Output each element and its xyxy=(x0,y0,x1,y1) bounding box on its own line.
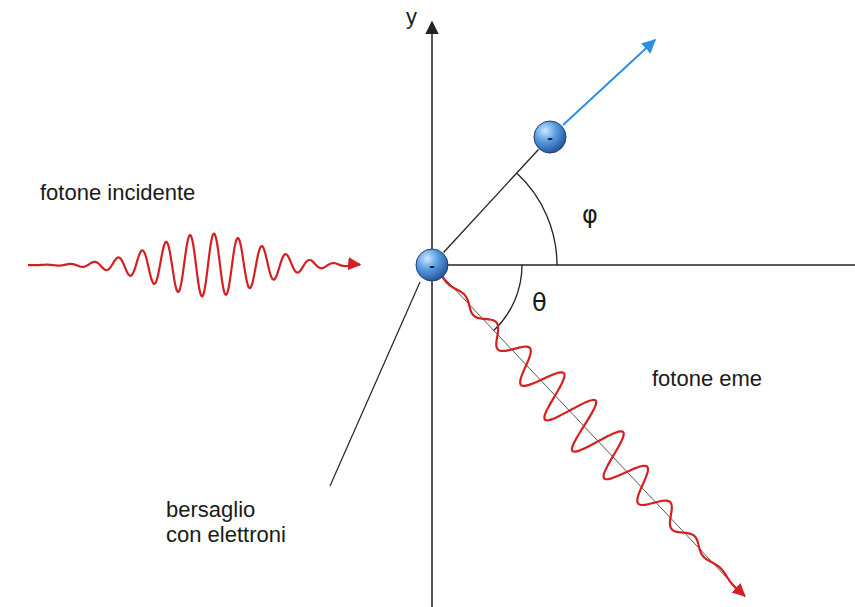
angle-label: φ xyxy=(582,202,598,230)
theta-arc xyxy=(494,265,522,331)
axis-label: y xyxy=(406,4,417,29)
charge-sign: - xyxy=(533,120,567,154)
trajectory-line xyxy=(444,149,539,252)
photon-label: fotone incidente xyxy=(40,180,195,205)
charge-sign: - xyxy=(415,248,449,282)
photon-label: fotone eme xyxy=(652,366,762,391)
emitted-wave xyxy=(440,273,745,596)
photon-direction xyxy=(432,265,745,597)
electron: - xyxy=(415,248,449,282)
target-label: bersaglio con elettroni xyxy=(166,497,294,548)
angle-label: θ xyxy=(532,290,547,318)
leader-line xyxy=(330,282,420,486)
x-axis xyxy=(432,264,855,266)
y-axis xyxy=(431,22,433,607)
electron: - xyxy=(533,120,567,154)
phi-arc xyxy=(517,174,557,265)
velocity-arrow xyxy=(563,40,655,125)
incident-wave xyxy=(28,234,360,297)
